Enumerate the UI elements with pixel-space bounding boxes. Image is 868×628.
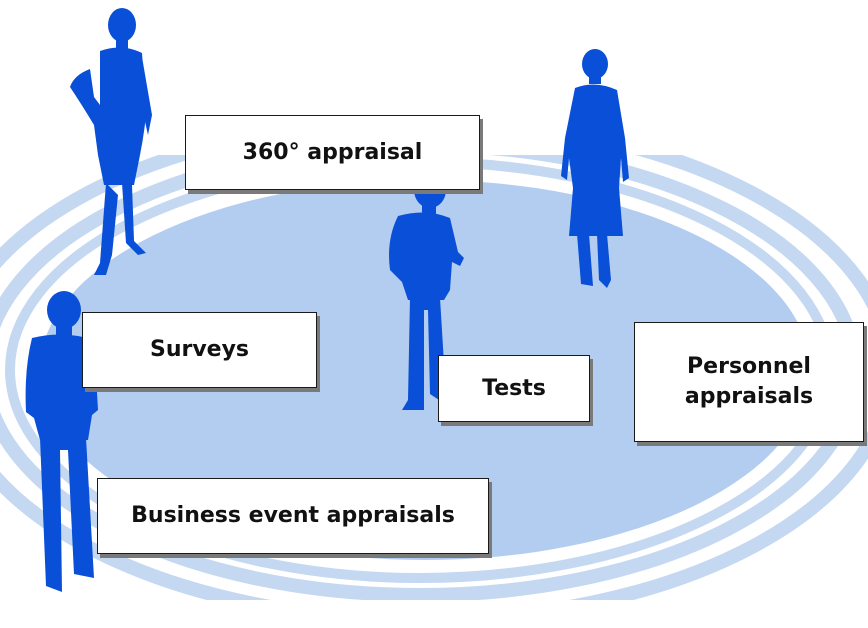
label-box-surveys: Surveys [82, 312, 317, 388]
label-box-business-event-appraisals: Business event appraisals [97, 478, 489, 554]
bottom-mask [0, 600, 868, 628]
label-personnel-line2: appraisals [684, 384, 814, 409]
label-tests-text: Tests [482, 375, 546, 401]
label-box-tests: Tests [438, 355, 590, 422]
person-figure-right [561, 49, 629, 288]
label-box-360-appraisal: 360° appraisal [185, 115, 480, 190]
woman-silhouette-icon [70, 8, 152, 275]
person-figure-center [389, 172, 464, 410]
man-suit-silhouette-icon [25, 291, 99, 592]
label-360-appraisal-text: 360° appraisal [242, 139, 423, 165]
woman-coat-silhouette-icon [561, 49, 629, 288]
label-personnel-line1: Personnel [687, 354, 811, 380]
label-business-event-text: Business event appraisals [131, 503, 455, 529]
man-silhouette-icon [389, 172, 464, 410]
label-surveys-text: Surveys [149, 337, 250, 363]
person-figure-standing-hand-on-hip [70, 8, 152, 275]
main-ellipse [40, 180, 810, 560]
label-box-personnel-appraisals: Personnel appraisals [634, 322, 864, 442]
person-figure-left [25, 291, 99, 592]
